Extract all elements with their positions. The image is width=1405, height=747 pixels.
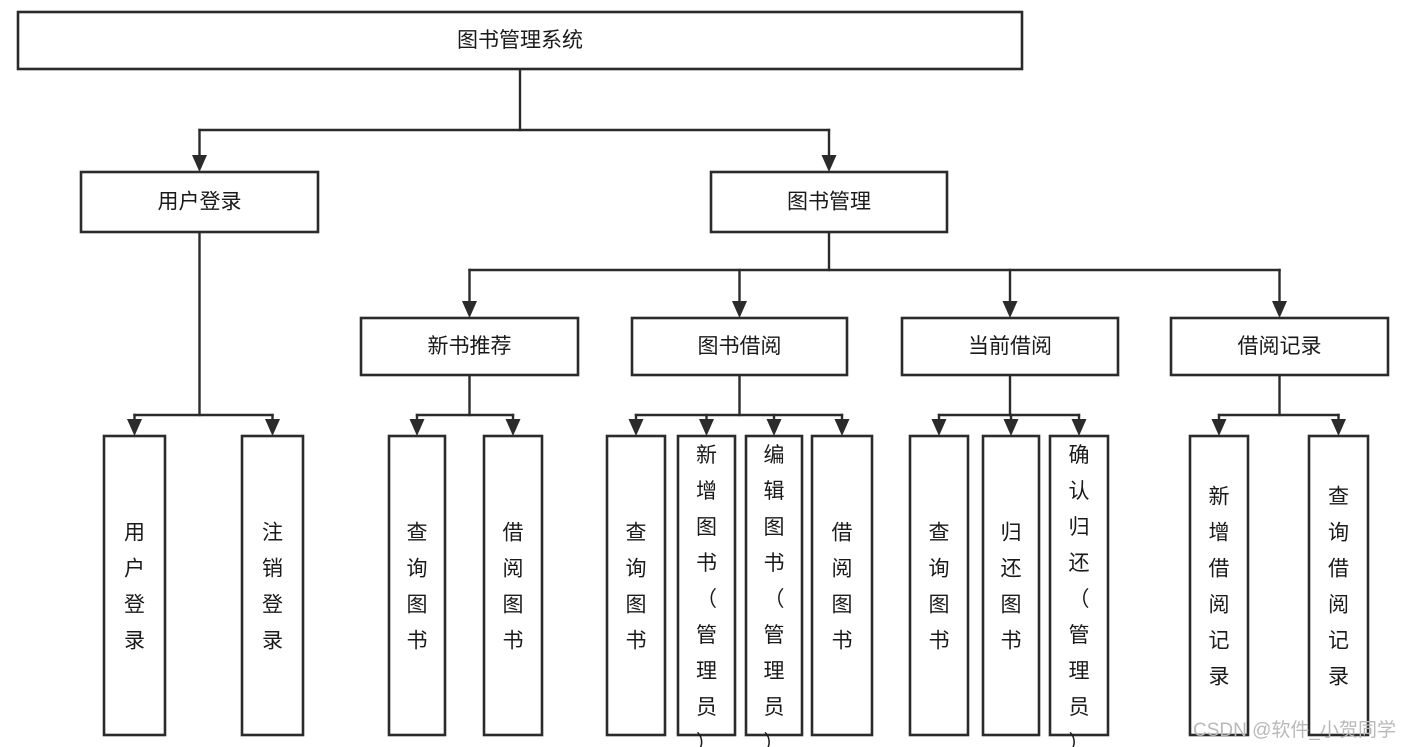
- node-label-recommend-query-book: 查询图书: [407, 521, 428, 652]
- connector-arrow-icon: [1331, 419, 1346, 436]
- node-label-book-borrow: 图书借阅: [698, 335, 782, 358]
- connector-arrow-icon: [127, 419, 142, 436]
- node-label-borrow-borrow-book: 借阅图书: [832, 521, 853, 652]
- node-book-management[interactable]: 图书管理: [709, 170, 949, 234]
- connector-arrow-icon: [834, 419, 850, 436]
- node-box-new-book-recommend[interactable]: [359, 316, 580, 377]
- node-box-borrow-borrow-book[interactable]: [810, 434, 874, 737]
- node-box-recommend-borrow-book[interactable]: [482, 434, 544, 737]
- node-label-book-management: 图书管理: [787, 191, 871, 214]
- node-user-login-do[interactable]: 用户登录: [102, 434, 167, 737]
- connector-arrow-icon: [931, 419, 947, 436]
- node-box-current-return-book[interactable]: [981, 434, 1041, 737]
- connector-arrow-icon: [699, 419, 714, 436]
- node-box-user-login[interactable]: [79, 170, 320, 234]
- node-label-borrow-edit-book: 编辑图书（管理员）: [764, 444, 785, 747]
- node-borrow-edit-book[interactable]: 编辑图书（管理员）: [744, 434, 804, 747]
- node-label-current-return-book: 归还图书: [1001, 521, 1022, 652]
- connector-arrow-icon: [1071, 419, 1087, 436]
- node-borrow-borrow-book[interactable]: 借阅图书: [810, 434, 874, 737]
- node-current-query-book[interactable]: 查询图书: [908, 434, 970, 737]
- node-box-current-borrow[interactable]: [900, 316, 1120, 377]
- node-root[interactable]: 图书管理系统: [16, 10, 1024, 71]
- node-label-new-book-recommend: 新书推荐: [428, 335, 512, 358]
- connector-arrow-icon: [265, 419, 280, 436]
- node-new-book-recommend[interactable]: 新书推荐: [359, 316, 580, 377]
- node-current-return-book[interactable]: 归还图书: [981, 434, 1041, 737]
- node-user-login[interactable]: 用户登录: [79, 170, 320, 234]
- node-borrow-records[interactable]: 借阅记录: [1169, 316, 1390, 377]
- node-box-current-query-book[interactable]: [908, 434, 970, 737]
- connector-arrow-icon: [409, 419, 425, 436]
- connector-arrow-icon: [732, 301, 747, 318]
- csdn-watermark: CSDN @软件_小贺同学: [1193, 719, 1396, 741]
- connector-arrow-icon: [1211, 419, 1227, 436]
- node-label-record-add: 新增借阅记录: [1209, 485, 1230, 688]
- node-label-borrow-records: 借阅记录: [1238, 335, 1322, 358]
- node-label-user-login-do: 用户登录: [124, 521, 145, 652]
- node-label-record-query: 查询借阅记录: [1328, 485, 1349, 688]
- node-box-borrow-records[interactable]: [1169, 316, 1390, 377]
- node-box-borrow-add-book[interactable]: [676, 434, 737, 737]
- node-box-record-add[interactable]: [1188, 434, 1250, 737]
- node-box-root[interactable]: [16, 10, 1024, 71]
- node-current-borrow[interactable]: 当前借阅: [900, 316, 1120, 377]
- node-label-current-borrow: 当前借阅: [968, 335, 1052, 358]
- node-label-borrow-add-book: 新增图书（管理员）: [696, 444, 717, 747]
- connector-arrow-icon: [628, 419, 644, 436]
- connector-arrow-icon: [821, 155, 837, 172]
- node-recommend-query-book[interactable]: 查询图书: [387, 434, 447, 737]
- node-box-borrow-edit-book[interactable]: [744, 434, 804, 737]
- node-label-root: 图书管理系统: [457, 29, 583, 52]
- connector-arrow-icon: [505, 419, 521, 436]
- connector-arrow-icon: [1003, 419, 1019, 436]
- node-borrow-query-book[interactable]: 查询图书: [605, 434, 667, 737]
- node-label-borrow-query-book: 查询图书: [626, 521, 647, 652]
- node-box-current-confirm-return[interactable]: [1048, 434, 1110, 737]
- node-layer: 图书管理系统用户登录用户登录注销登录图书管理新书推荐查询图书借阅图书图书借阅查询…: [16, 10, 1390, 747]
- node-record-query[interactable]: 查询借阅记录: [1307, 434, 1370, 737]
- connector-arrow-icon: [766, 419, 782, 436]
- node-label-current-confirm-return: 确认归还（管理员）: [1069, 444, 1090, 747]
- node-label-recommend-borrow-book: 借阅图书: [503, 521, 524, 652]
- node-borrow-add-book[interactable]: 新增图书（管理员）: [676, 434, 737, 747]
- node-box-user-logout[interactable]: [240, 434, 305, 737]
- node-recommend-borrow-book[interactable]: 借阅图书: [482, 434, 544, 737]
- connector-arrow-icon: [1002, 301, 1018, 318]
- node-label-user-login: 用户登录: [158, 191, 242, 214]
- node-book-borrow[interactable]: 图书借阅: [630, 316, 849, 377]
- node-label-current-query-book: 查询图书: [929, 521, 950, 652]
- node-box-recommend-query-book[interactable]: [387, 434, 447, 737]
- node-box-book-borrow[interactable]: [630, 316, 849, 377]
- node-current-confirm-return[interactable]: 确认归还（管理员）: [1048, 434, 1110, 747]
- node-user-logout[interactable]: 注销登录: [240, 434, 305, 737]
- connector-arrow-icon: [192, 155, 207, 172]
- node-record-add[interactable]: 新增借阅记录: [1188, 434, 1250, 737]
- node-box-user-login-do[interactable]: [102, 434, 167, 737]
- node-box-record-query[interactable]: [1307, 434, 1370, 737]
- node-label-user-logout: 注销登录: [262, 521, 283, 652]
- connector-arrow-icon: [462, 301, 477, 318]
- node-box-book-management[interactable]: [709, 170, 949, 234]
- connector-layer: [127, 67, 1346, 436]
- connector-arrow-icon: [1272, 301, 1287, 318]
- node-box-borrow-query-book[interactable]: [605, 434, 667, 737]
